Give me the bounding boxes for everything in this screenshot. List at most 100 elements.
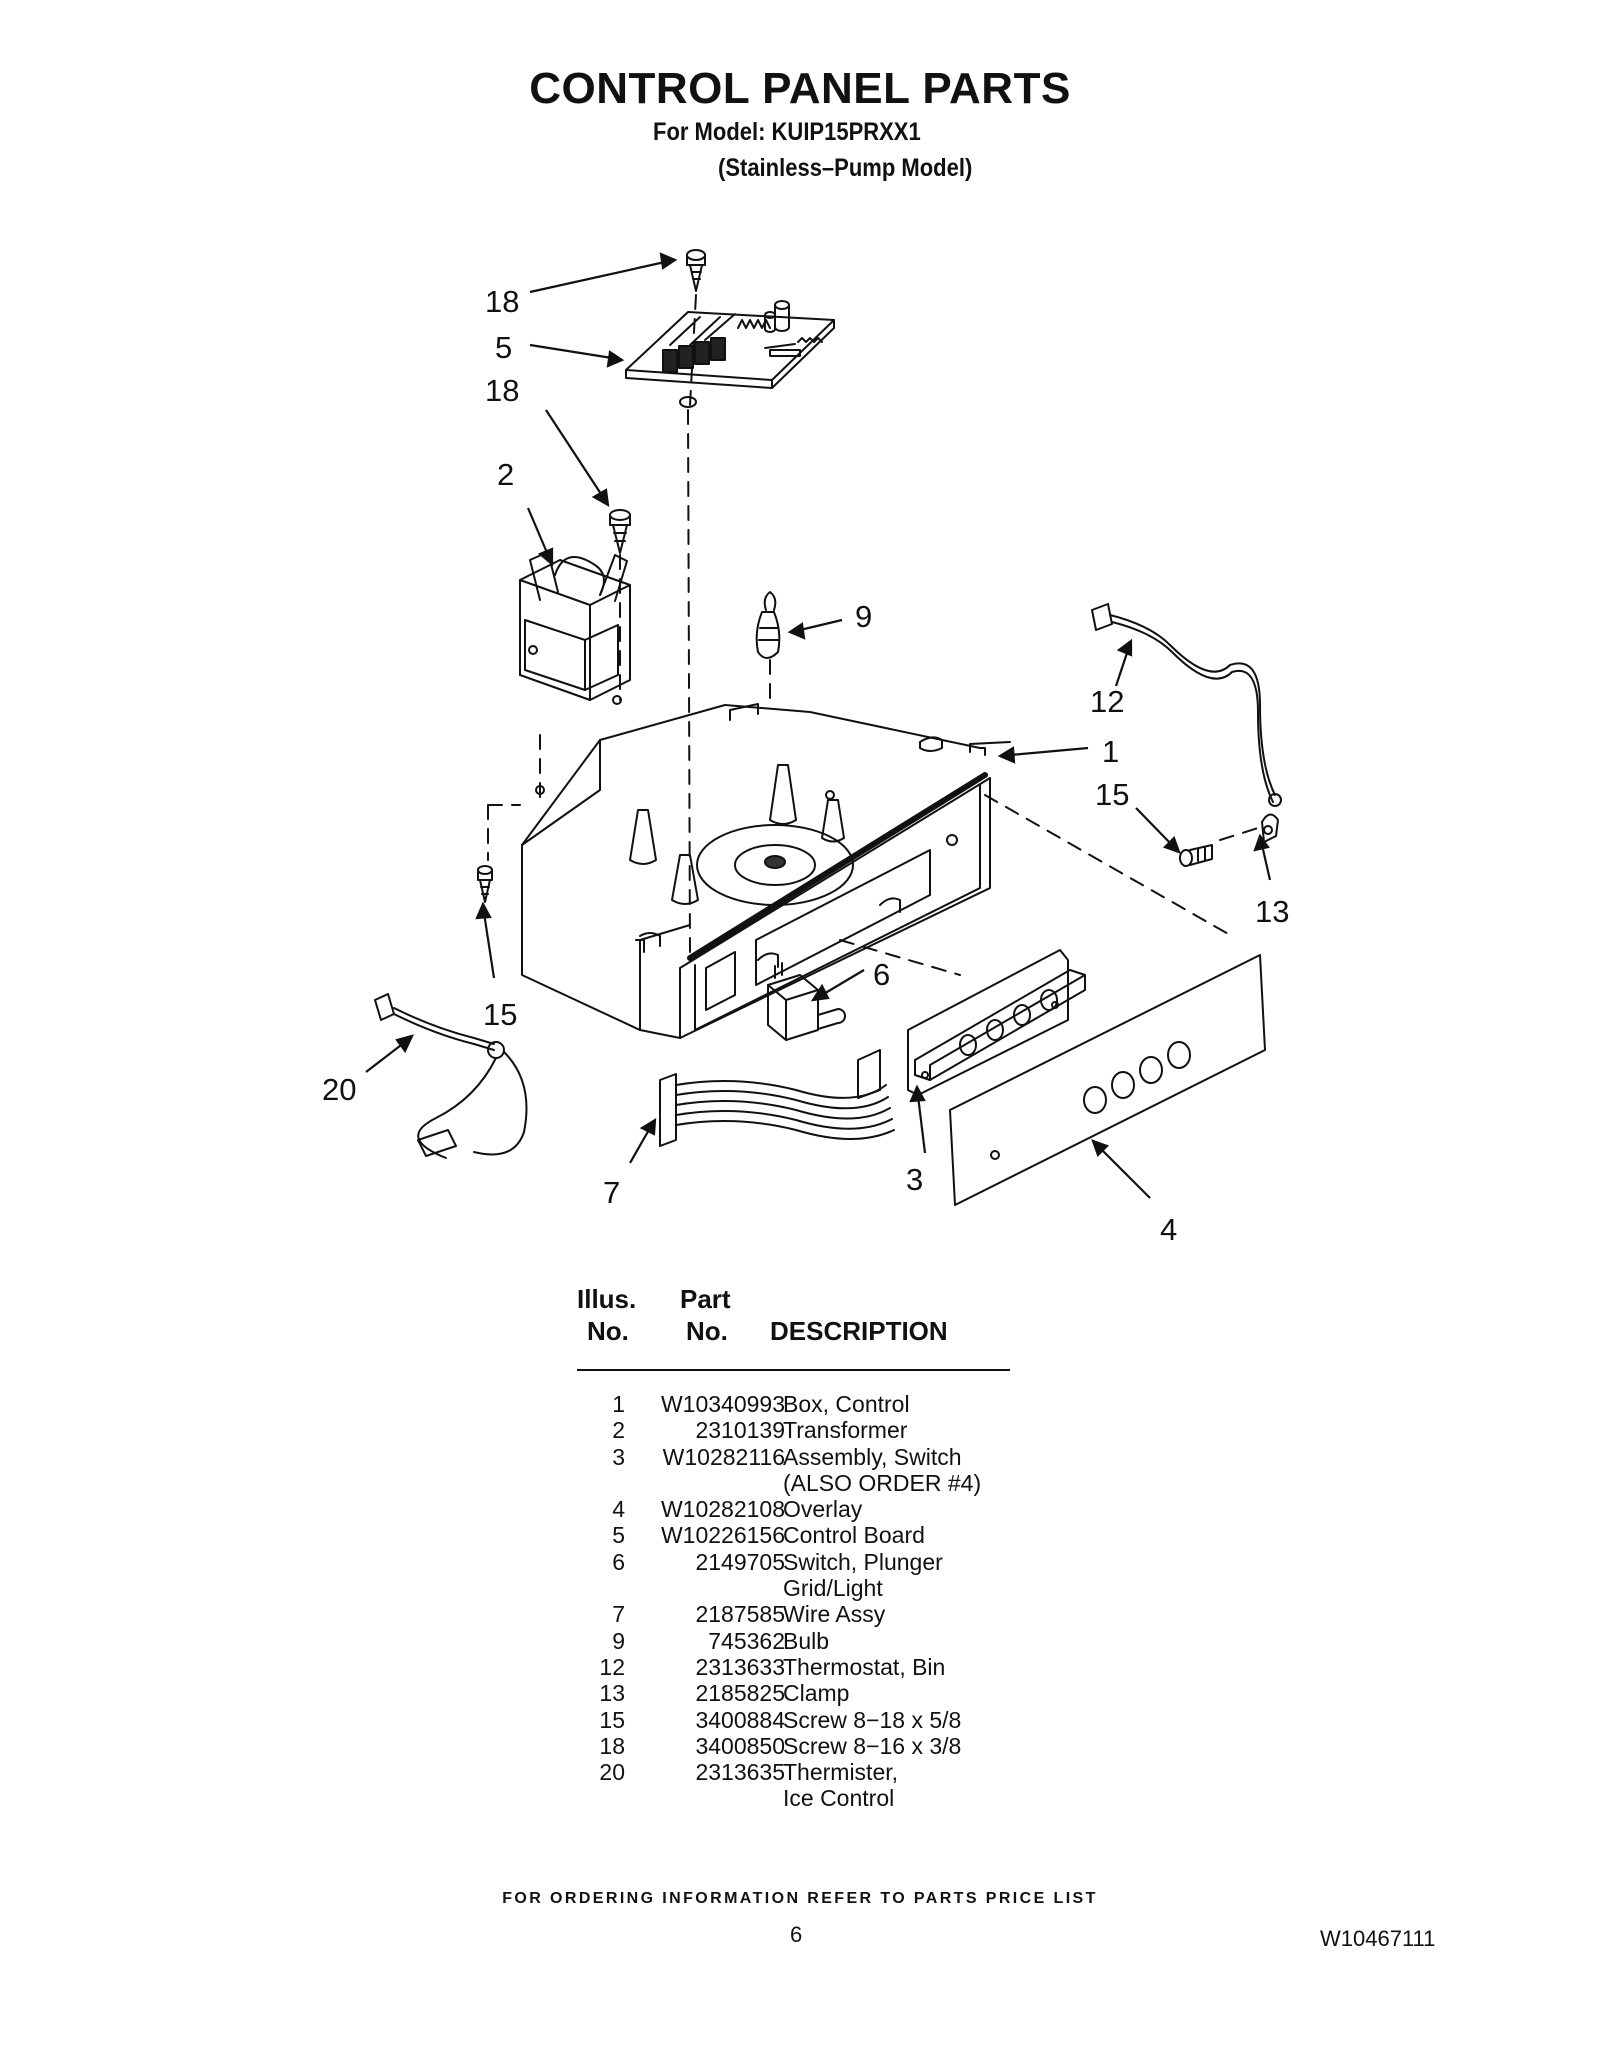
callout-12: 12	[1090, 684, 1124, 719]
exploded-parts-diagram: 18 5 18 2 9 12 1 15 13 6 15 20 7 3 4	[322, 249, 1289, 1247]
overlay-panel	[949, 954, 1266, 1206]
table-row: (ALSO ORDER #4)	[560, 1470, 1040, 1496]
header-illus-bottom: No.	[587, 1316, 629, 1346]
illus-no: 2	[612, 1417, 625, 1444]
illus-no: 18	[599, 1732, 625, 1759]
screw-18-top	[686, 249, 706, 292]
illus-no: 3	[612, 1443, 625, 1470]
callout-labels: 18 5 18 2 9 12 1 15 13 6 15 20 7 3 4	[322, 284, 1289, 1247]
part-no: W10226156	[660, 1522, 785, 1549]
screw-18-mid	[609, 509, 631, 554]
illus-no: 20	[599, 1759, 625, 1786]
part-no: W10282116	[662, 1443, 785, 1470]
control-board	[625, 300, 835, 408]
illus-no: 4	[612, 1496, 625, 1523]
thermister	[374, 993, 528, 1159]
description: Grid/Light	[783, 1575, 883, 1602]
table-header-rule	[577, 1369, 1010, 1371]
control-box	[521, 703, 1011, 1039]
description: Thermister,	[783, 1759, 899, 1786]
description: Bulb	[783, 1627, 830, 1654]
part-no: W10340993	[660, 1391, 785, 1417]
description: Screw 8−16 x 3/8	[783, 1732, 962, 1759]
callout-4: 4	[1160, 1212, 1177, 1247]
page-title: CONTROL PANEL PARTS	[529, 64, 1071, 113]
light-bulb	[755, 591, 781, 659]
description: Screw 8−18 x 5/8	[783, 1706, 962, 1733]
bin-thermostat	[1091, 603, 1282, 807]
part-no: 3400884	[695, 1706, 785, 1733]
callout-9: 9	[855, 599, 872, 634]
assembly-lines	[487, 294, 1259, 976]
description: Control Board	[783, 1522, 925, 1549]
callout-13: 13	[1255, 894, 1289, 929]
page-number: 6	[790, 1922, 803, 1947]
illus-no: 7	[612, 1601, 625, 1628]
description: Ice Control	[783, 1785, 895, 1812]
part-no: W10282108	[660, 1496, 785, 1523]
part-no: 2313635	[695, 1759, 785, 1786]
part-no: 2187585	[695, 1601, 785, 1628]
part-no: 2313633	[695, 1653, 785, 1680]
illus-no: 1	[612, 1391, 625, 1417]
table-row: Ice Control	[560, 1785, 1040, 1811]
header-description: DESCRIPTION	[770, 1316, 948, 1346]
callout-7: 7	[603, 1175, 620, 1210]
illus-no: 9	[612, 1627, 625, 1654]
part-no: 745362	[708, 1627, 785, 1654]
plunger-switch	[767, 962, 846, 1041]
callout-18-top: 18	[485, 284, 519, 319]
header-part-top: Part	[680, 1284, 731, 1314]
screw-15-left	[477, 865, 493, 903]
illus-no: 15	[599, 1706, 625, 1733]
callout-6: 6	[873, 957, 890, 992]
callout-20: 20	[322, 1072, 356, 1107]
description: Transformer	[783, 1417, 908, 1444]
screw-15-right	[1179, 844, 1213, 867]
header-part-bottom: No.	[686, 1316, 728, 1346]
description: Overlay	[783, 1496, 863, 1523]
description: Thermostat, Bin	[783, 1653, 946, 1680]
illus-no: 13	[599, 1680, 625, 1707]
part-no: 2149705	[695, 1548, 785, 1575]
part-no: 2310139	[695, 1417, 785, 1444]
table-row: Grid/Light	[560, 1575, 1040, 1601]
document-number: W10467111	[1320, 1926, 1436, 1951]
description: Assembly, Switch	[783, 1443, 962, 1470]
ordering-note: FOR ORDERING INFORMATION REFER TO PARTS …	[502, 1890, 1098, 1907]
callout-15-right: 15	[1095, 777, 1129, 812]
description: Clamp	[783, 1680, 850, 1707]
switch-assembly	[907, 949, 1086, 1096]
variant-line: (Stainless–Pump Model)	[718, 154, 973, 182]
part-no: 3400850	[695, 1732, 785, 1759]
illus-no: 6	[612, 1548, 625, 1575]
description: Box, Control	[783, 1391, 910, 1417]
callout-1: 1	[1102, 734, 1119, 769]
description: (ALSO ORDER #4)	[783, 1469, 982, 1496]
callout-18-mid: 18	[485, 373, 519, 408]
illus-no: 12	[599, 1653, 625, 1680]
callout-15-left: 15	[483, 997, 517, 1032]
wire-assembly	[659, 1049, 895, 1147]
leader-arrows	[365, 252, 1272, 1199]
part-no: 2185825	[695, 1680, 785, 1707]
description: Switch, Plunger	[783, 1548, 943, 1575]
callout-2: 2	[497, 457, 514, 492]
description: Wire Assy	[783, 1601, 886, 1628]
model-line: For Model: KUIP15PRXX1	[653, 118, 921, 146]
transformer	[519, 551, 631, 705]
illus-no: 5	[612, 1522, 625, 1549]
